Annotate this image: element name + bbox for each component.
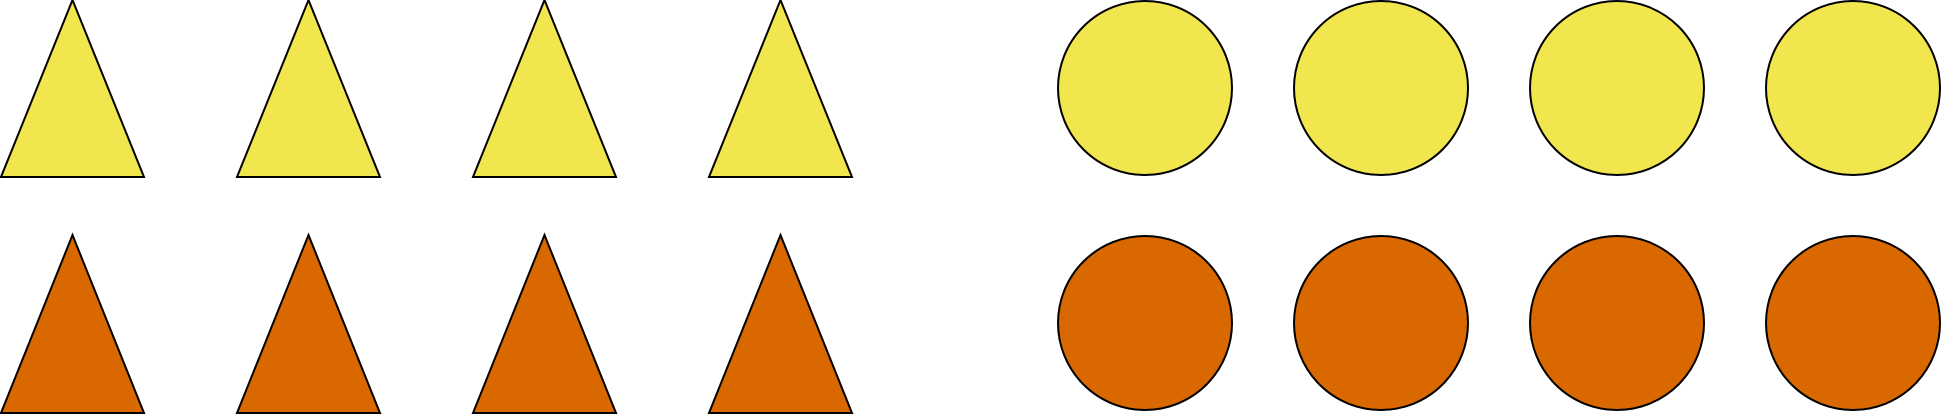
orange-circle-4: [1765, 235, 1941, 411]
circle-group: [1057, 0, 1941, 411]
orange-triangle-3: [471, 232, 618, 414]
orange-triangle-2: [235, 232, 382, 414]
orange-triangle-1: [0, 232, 146, 414]
orange-triangle-4: [707, 232, 854, 414]
yellow-circle-3: [1529, 0, 1705, 176]
yellow-triangle-1: [0, 0, 146, 178]
yellow-circle-4: [1765, 0, 1941, 176]
orange-circle-3: [1529, 235, 1705, 411]
yellow-circle-2: [1293, 0, 1469, 176]
triangle-group: [0, 0, 854, 414]
yellow-circle-1: [1057, 0, 1233, 176]
yellow-triangle-4: [707, 0, 854, 178]
yellow-triangle-2: [235, 0, 382, 178]
orange-circle-2: [1293, 235, 1469, 411]
orange-circle-1: [1057, 235, 1233, 411]
yellow-triangle-3: [471, 0, 618, 178]
